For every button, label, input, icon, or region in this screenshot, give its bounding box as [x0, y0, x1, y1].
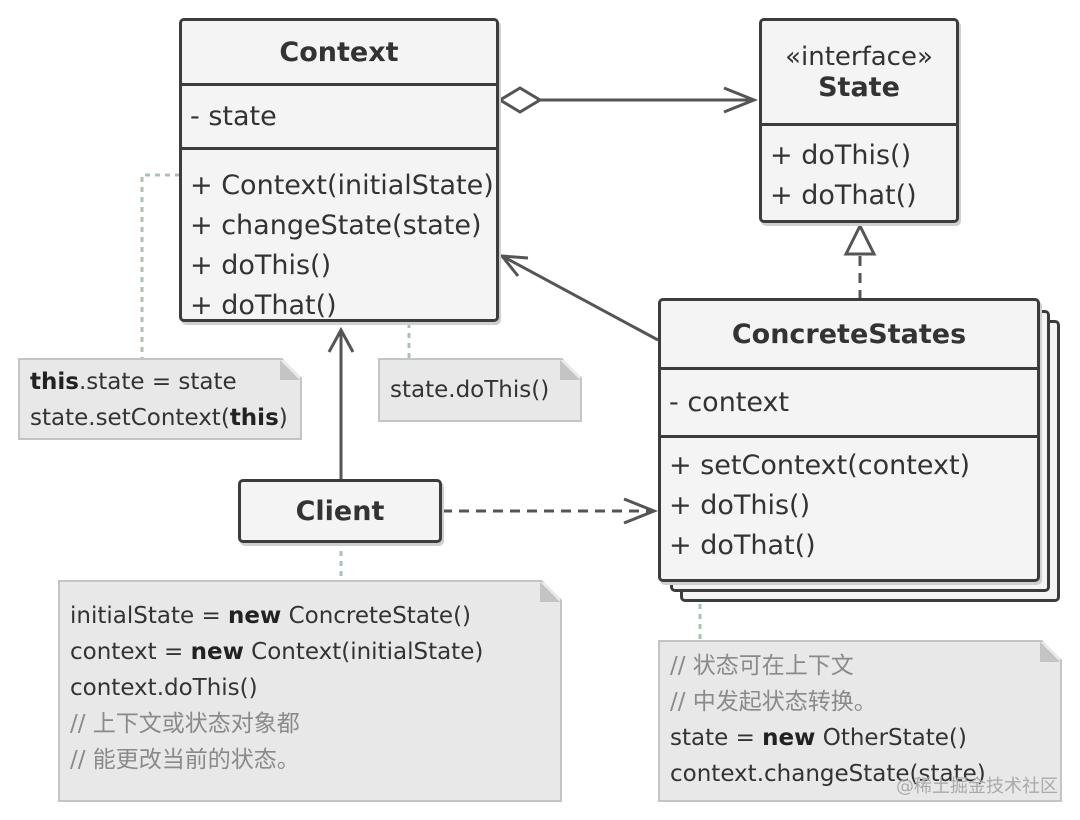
concrete-field-context: - context: [669, 386, 790, 418]
note-client-text-2b: Context(initialState): [243, 639, 484, 665]
context-field-state: - state: [190, 100, 277, 132]
client-class-title: Client: [295, 495, 385, 527]
note-client-line-3: context.doThis(): [70, 675, 258, 701]
state-stereotype: «interface»: [785, 41, 933, 72]
note-concrete-states: // 状态可在上下文 // 中发起状态转换。 state = new Other…: [658, 640, 1062, 802]
state-interface-title: State: [818, 71, 900, 103]
state-interface-header: «interface» State: [762, 21, 956, 123]
note-client-text-1a: initialState =: [70, 603, 229, 629]
note-ctor-text-2b: ): [278, 405, 288, 431]
client-class: Client: [238, 479, 442, 543]
note-context-constructor: this.state = state state.setContext(this…: [18, 358, 302, 440]
note-client: initialState = new ConcreteState() conte…: [58, 580, 562, 802]
context-class-title: Context: [279, 36, 399, 68]
note-client-line-2: context = new Context(initialState): [60, 634, 560, 670]
watermark: @稀土掘金技术社区: [896, 776, 1058, 797]
note-client-comment-2: // 能更改当前的状态。: [70, 747, 300, 773]
note-ctor-line-1: this.state = state: [20, 364, 300, 400]
keyword-new: new: [228, 603, 282, 629]
concrete-method-doThis: + doThis(): [669, 490, 811, 521]
note-do-text: state.doThis(): [390, 377, 550, 403]
context-method-doThat: + doThat(): [190, 290, 337, 321]
note-client-comment-1: // 上下文或状态对象都: [70, 711, 300, 737]
note-concrete-comment-1: // 状态可在上下文: [670, 653, 854, 679]
concrete-fields: - context: [661, 367, 1037, 435]
concrete-methods: + setContext(context) + doThis() + doTha…: [661, 435, 1037, 566]
state-interface: «interface» State + doThis() + doThat(): [759, 18, 959, 223]
note-concrete-text-3b: OtherState(): [815, 725, 967, 751]
keyword-new: new: [762, 725, 816, 751]
context-method-ctor: + Context(initialState): [190, 170, 494, 201]
keyword-this: this: [30, 369, 79, 395]
context-method-changeState: + changeState(state): [190, 210, 482, 241]
note-client-line-1: initialState = new ConcreteState(): [60, 598, 560, 634]
ctor-note-link: [140, 173, 180, 358]
note-do-this: state.doThis(): [378, 358, 582, 422]
association-arrowhead: [498, 254, 529, 277]
association-connector: [498, 254, 659, 342]
concrete-method-setContext: + setContext(context): [669, 450, 971, 481]
keyword-this: this: [229, 405, 279, 431]
realization-triangle: [843, 222, 877, 256]
note-client-text-2a: context =: [70, 639, 191, 665]
context-class: Context - state + Context(initialState) …: [179, 18, 499, 322]
dependency-connector: [442, 497, 659, 525]
keyword-new: new: [190, 639, 244, 665]
state-methods: + doThis() + doThat(): [762, 123, 956, 216]
note-ctor-line-2: state.setContext(this): [20, 400, 300, 436]
note-concrete-line-4: context.changeState(state): [670, 761, 986, 787]
dependency-arrowhead: [623, 497, 659, 525]
note-ctor-text-2a: state.setContext(: [30, 405, 230, 431]
context-methods: + Context(initialState) + changeState(st…: [182, 147, 496, 326]
note-concrete-comment-2: // 中发起状态转换。: [670, 689, 877, 715]
aggregation-diamond: [497, 86, 543, 114]
aggregation-arrowhead: [723, 86, 759, 114]
note-concrete-text-3a: state =: [670, 725, 763, 751]
note-ctor-text-1: .state = state: [78, 369, 237, 395]
context-fields: - state: [182, 83, 496, 147]
client-context-connector: [327, 326, 355, 480]
note-client-text-1b: ConcreteState(): [281, 603, 472, 629]
state-method-doThat: + doThat(): [770, 180, 917, 211]
note-concrete-line-3: state = new OtherState(): [660, 720, 1060, 756]
concrete-states-title: ConcreteStates: [731, 318, 967, 350]
realization-connector: [843, 222, 877, 300]
state-method-doThis: + doThis(): [770, 140, 912, 171]
client-context-arrowhead: [327, 326, 355, 353]
aggregation-connector: [497, 86, 759, 114]
context-method-doThis: + doThis(): [190, 250, 332, 281]
concrete-method-doThat: + doThat(): [669, 530, 816, 561]
concrete-states-class: ConcreteStates - context + setContext(co…: [658, 298, 1040, 582]
